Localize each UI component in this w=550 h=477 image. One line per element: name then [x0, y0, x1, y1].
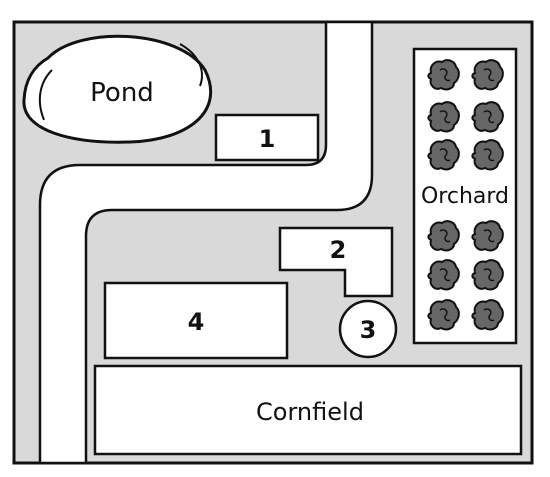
tree-icon	[471, 101, 504, 133]
tree-icon	[427, 220, 460, 252]
orchard-label: Orchard	[421, 184, 509, 209]
tree-icon	[471, 299, 504, 331]
tree-icon	[427, 139, 460, 171]
orchard-trees	[427, 59, 504, 331]
pond-ripple	[179, 43, 203, 87]
orchard	[412, 47, 518, 345]
round-building-3	[338, 299, 398, 359]
building-1-label: 1	[259, 125, 276, 153]
building-2-label: 2	[330, 236, 347, 264]
pond	[22, 34, 212, 144]
tree-icon	[471, 59, 504, 91]
building-2	[278, 226, 394, 298]
cornfield	[93, 364, 523, 456]
road	[38, 20, 374, 465]
pond-ripple	[38, 69, 53, 121]
tree-icon	[471, 220, 504, 252]
building-3-label: 3	[360, 316, 377, 344]
pond-label: Pond	[90, 78, 154, 108]
tree-icon	[427, 101, 460, 133]
building-1	[214, 113, 320, 162]
cornfield-label: Cornfield	[256, 398, 364, 426]
tree-icon	[427, 59, 460, 91]
building-4	[103, 281, 289, 360]
building-4-label: 4	[188, 308, 205, 336]
tree-icon	[427, 259, 460, 291]
tree-icon	[471, 139, 504, 171]
tree-icon	[471, 259, 504, 291]
tree-icon	[427, 299, 460, 331]
